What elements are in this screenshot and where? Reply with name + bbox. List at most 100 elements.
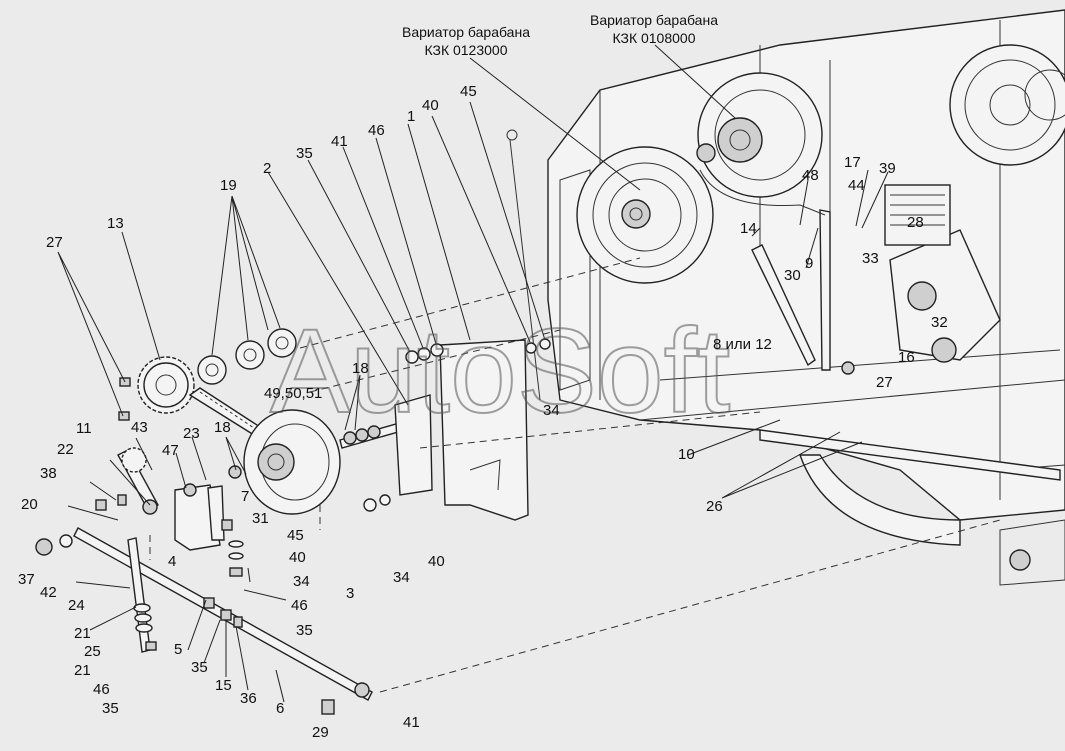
callout-40-c: 40 [428, 553, 445, 570]
caption-variator-2-line-2: КЗК 0108000 [612, 30, 695, 46]
bolts-27 [118, 377, 131, 421]
callout-5: 5 [174, 641, 182, 658]
callout-43: 43 [131, 419, 148, 436]
link-24 [127, 537, 151, 653]
callout-34-c: 34 [393, 569, 410, 586]
spring-stack [228, 540, 244, 577]
callout-41-b: 41 [403, 714, 420, 731]
callout-21-a: 21 [74, 625, 91, 642]
callout-24: 24 [68, 597, 85, 614]
callout-27-b: 27 [876, 374, 893, 391]
pin-22 [117, 494, 127, 506]
callout-9: 9 [805, 255, 813, 272]
washers-top [405, 338, 551, 364]
callout-46-b: 46 [291, 597, 308, 614]
callout-18-a: 18 [352, 360, 369, 377]
fan-wheel [949, 44, 1065, 166]
callout-13: 13 [107, 215, 124, 232]
callout-32: 32 [931, 314, 948, 331]
callout-15: 15 [215, 677, 232, 694]
callout-40-a: 40 [422, 97, 439, 114]
callout-14: 14 [740, 220, 757, 237]
callout-45-a: 45 [460, 83, 477, 100]
callout-46-a: 46 [368, 122, 385, 139]
dash-line-4 [379, 519, 1001, 693]
callout-30: 30 [784, 267, 801, 284]
right-drive-housing [884, 184, 1001, 363]
callout-39: 39 [879, 160, 896, 177]
callout-4: 4 [168, 553, 176, 570]
dash-line-2 [309, 329, 561, 393]
callout-35-c: 35 [191, 659, 208, 676]
variator-pulley-1 [576, 146, 714, 284]
sprocket-13 [137, 356, 195, 414]
callout-18-b: 18 [214, 419, 231, 436]
callout-36: 36 [240, 690, 257, 707]
bushing-23 [183, 483, 197, 497]
callout-7: 7 [241, 488, 249, 505]
collars-15-35-36 [203, 597, 243, 628]
callout-34-b: 34 [293, 573, 310, 590]
tensioner-lever-11 [117, 447, 159, 515]
callout-38: 38 [40, 465, 57, 482]
callout-labels: 1 2 3 4 5 6 7 8 или 12 9 10 11 13 14 15 … [18, 83, 948, 741]
bracket-2 [394, 394, 433, 496]
callout-34-a: 34 [543, 402, 560, 419]
callout-37: 37 [18, 571, 35, 588]
leader-lines [57, 44, 889, 703]
callout-6: 6 [276, 700, 284, 717]
pin-29 [321, 699, 335, 715]
callout-19: 19 [220, 177, 237, 194]
callout-10: 10 [678, 446, 695, 463]
callout-3: 3 [346, 585, 354, 602]
long-rod [509, 139, 541, 401]
lever-rod-30 [751, 209, 855, 375]
callout-35-b: 35 [296, 622, 313, 639]
callout-8-or-12: 8 или 12 [713, 336, 772, 353]
hose-line [699, 169, 826, 216]
callout-20: 20 [21, 496, 38, 513]
callout-44: 44 [848, 177, 865, 194]
callout-29: 29 [312, 724, 329, 741]
callout-48: 48 [802, 167, 819, 184]
callout-17: 17 [844, 154, 861, 171]
clevis-41 [354, 682, 370, 698]
bolt-38 [95, 499, 107, 511]
callout-41-a: 41 [331, 133, 348, 150]
callout-2: 2 [263, 160, 271, 177]
bolt-31 [221, 519, 233, 531]
lower-guard [759, 429, 1065, 586]
callout-26: 26 [706, 498, 723, 515]
callout-22: 22 [57, 441, 74, 458]
callout-35-d: 35 [102, 700, 119, 717]
washer-42 [59, 534, 73, 548]
rod-eye [506, 129, 518, 141]
callout-16: 16 [898, 349, 915, 366]
nuts-34-40 [363, 494, 391, 512]
pulley-3 [243, 409, 341, 515]
guard-slot [469, 459, 501, 491]
callout-33: 33 [862, 250, 879, 267]
callout-25: 25 [84, 643, 101, 660]
callout-11: 11 [76, 420, 92, 437]
callout-45-b: 45 [287, 527, 304, 544]
callout-42: 42 [40, 584, 57, 601]
callout-23: 23 [183, 425, 200, 442]
callout-40-b: 40 [289, 549, 306, 566]
guard-plate-1 [439, 339, 529, 521]
callout-31: 31 [252, 510, 269, 527]
bracket-7 [207, 485, 225, 541]
nut-37 [35, 538, 53, 556]
callout-27-a: 27 [46, 234, 63, 251]
variator-pulley-2 [696, 72, 823, 198]
callout-35-a: 35 [296, 145, 313, 162]
callout-46-c: 46 [93, 681, 110, 698]
spring-21-25 [133, 603, 157, 651]
caption-variator-1-line-1: Вариатор барабана [402, 24, 530, 40]
shims-19 [197, 328, 297, 385]
dash-line-1 [299, 257, 641, 349]
callout-28: 28 [907, 214, 924, 231]
callout-21-b: 21 [74, 662, 91, 679]
